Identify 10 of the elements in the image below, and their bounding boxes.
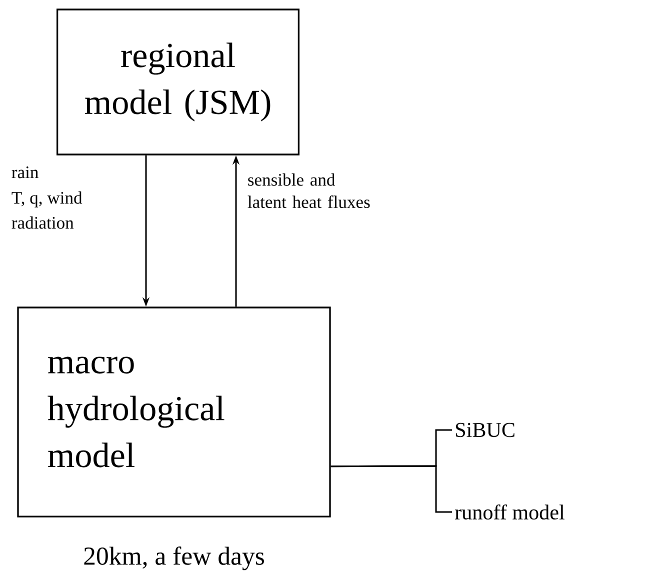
- component-label: SiBUC: [456, 422, 514, 438]
- model-box: macro hydrological model: [17, 306, 331, 518]
- variable-label: radiation: [12, 216, 74, 229]
- variable-label: rain: [12, 166, 38, 178]
- model-box: regional model (JSM): [56, 8, 300, 156]
- connector-line: [330, 465, 452, 513]
- variable-label: T, q, wind: [12, 191, 82, 208]
- scale-label: 20km, a few days: [84, 546, 264, 570]
- edge-label: sensible and latent heat fluxes: [248, 173, 370, 208]
- component-label: runoff model: [455, 504, 564, 520]
